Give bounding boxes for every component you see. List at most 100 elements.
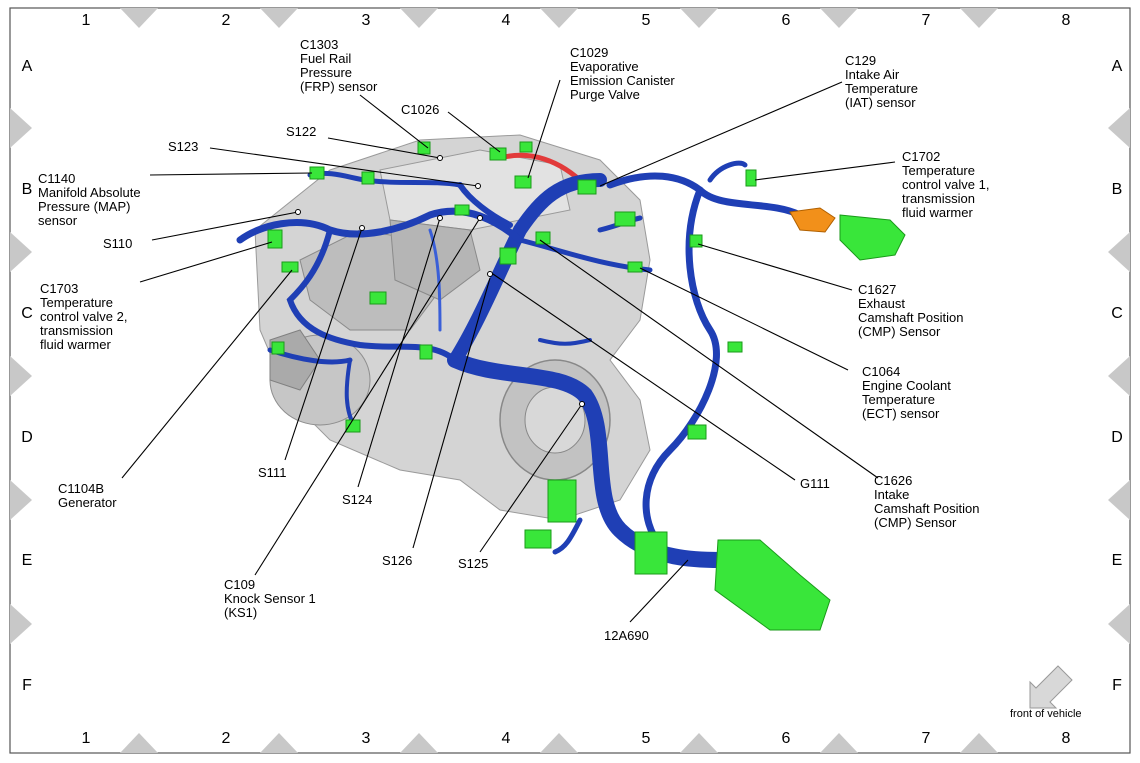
connector-code: C1104B	[58, 481, 105, 496]
grid-row-d: D	[21, 429, 33, 446]
callout-line: (ECT) sensor	[862, 406, 940, 421]
grid-row-a: A	[21, 58, 33, 75]
callout-line: Intake	[874, 487, 910, 502]
callout-line: (IAT) sensor	[845, 95, 916, 110]
grid-col-4: 4	[501, 12, 511, 29]
grid-row-b: B	[21, 181, 33, 198]
splice-s124: S124	[342, 492, 373, 507]
callout-line: Generator	[58, 495, 117, 510]
callout-c1064: C1064 Engine Coolant Temperature (ECT) s…	[862, 365, 951, 421]
grid-row-e: E	[1111, 552, 1123, 569]
front-of-vehicle-arrow-icon	[1029, 665, 1073, 709]
grid-row-f: F	[1112, 677, 1122, 694]
connectors	[267, 141, 906, 631]
callout-line: Emission Canister	[570, 73, 675, 88]
grid-row-d: D	[1111, 429, 1123, 446]
callout-line: Evaporative	[570, 59, 639, 74]
callout-line: Purge Valve	[570, 87, 640, 102]
callout-line: fluid warmer	[40, 337, 111, 352]
grid-col-3: 3	[361, 12, 371, 29]
splice-s111: S111	[258, 465, 287, 480]
connector-code: C1702	[902, 149, 941, 164]
grid-col-1: 1	[81, 12, 91, 29]
callout-c1104b: C1104B Generator	[58, 482, 117, 510]
splice-s110: S110	[103, 236, 133, 251]
grid-col-6: 6	[781, 12, 791, 29]
connector-code: C1026	[401, 102, 440, 117]
callout-line: sensor	[38, 213, 78, 228]
connector-code: C1029	[570, 45, 609, 60]
callout-line: Knock Sensor 1	[224, 591, 316, 606]
splice-s123: S123	[168, 139, 199, 154]
grid-row-f: F	[22, 677, 32, 694]
callout-line: (CMP) Sensor	[858, 324, 941, 339]
grid-row-b: B	[1111, 181, 1123, 198]
connector-code: C1703	[40, 281, 79, 296]
grid-col-3: 3	[361, 730, 371, 747]
callout-line: Camshaft Position	[874, 501, 980, 516]
splice-s122: S122	[286, 124, 317, 139]
callout-c1029: C1029 Evaporative Emission Canister Purg…	[570, 46, 675, 102]
grid-col-5: 5	[641, 12, 651, 29]
grid-col-8: 8	[1061, 730, 1071, 747]
ground-g111: G111	[800, 476, 830, 491]
callout-line: Temperature	[40, 295, 113, 310]
grid-row-a: A	[1111, 58, 1123, 75]
callout-c1702: C1702 Temperature control valve 1, trans…	[902, 150, 989, 220]
grid-col-1: 1	[81, 730, 91, 747]
connector-code: C1627	[858, 282, 897, 297]
grid-col-2: 2	[221, 730, 231, 747]
module-code: 12A690	[604, 628, 649, 643]
leader-lines	[121, 79, 896, 623]
callout-line: Engine Coolant	[862, 378, 951, 393]
callout-c1626: C1626 Intake Camshaft Position (CMP) Sen…	[874, 474, 980, 530]
callout-line: Exhaust	[858, 296, 905, 311]
callout-line: Fuel Rail	[300, 51, 352, 66]
connector-code: C1064	[862, 364, 901, 379]
callout-line: Camshaft Position	[858, 310, 964, 325]
connector-code: C1626	[874, 473, 913, 488]
callout-c109: C109 Knock Sensor 1 (KS1)	[224, 578, 316, 620]
callout-line: Intake Air	[845, 67, 900, 82]
grid-col-7: 7	[921, 12, 931, 29]
grid-col-5: 5	[641, 730, 651, 747]
callout-12a690: 12A690	[604, 629, 649, 643]
callout-line: (FRP) sensor	[300, 79, 378, 94]
callout-line: Pressure	[300, 65, 353, 80]
callout-line: (CMP) Sensor	[874, 515, 957, 530]
callout-line: fluid warmer	[902, 205, 973, 220]
callout-line: transmission	[40, 323, 113, 338]
callout-line: control valve 1,	[902, 177, 990, 192]
grid-col-8: 8	[1061, 12, 1071, 29]
grid-col-2: 2	[221, 12, 231, 29]
grid-row-c: C	[21, 305, 33, 322]
grid-col-7: 7	[921, 730, 931, 747]
connector-code: C1140	[38, 171, 76, 186]
splice-s126: S126	[382, 553, 413, 568]
callout-line: Temperature	[845, 81, 918, 96]
callout-line: transmission	[902, 191, 975, 206]
callout-c129: C129 Intake Air Temperature (IAT) sensor	[845, 54, 918, 110]
front-of-vehicle-label: front of vehicle	[1010, 708, 1082, 720]
callout-line: Temperature	[862, 392, 935, 407]
callout-c1140: C1140 Manifold Absolute Pressure (MAP) s…	[38, 172, 141, 228]
grid-row-e: E	[21, 552, 33, 569]
grid-col-6: 6	[781, 730, 791, 747]
splice-s125: S125	[458, 556, 489, 571]
callout-line: Temperature	[902, 163, 975, 178]
callout-line: Pressure (MAP)	[38, 199, 131, 214]
orange-valve	[789, 207, 836, 233]
callout-line: (KS1)	[224, 605, 258, 620]
callout-line: Manifold Absolute	[38, 185, 141, 200]
callout-c1303: C1303 Fuel Rail Pressure (FRP) sensor	[300, 38, 377, 94]
connector-code: C1303	[300, 37, 339, 52]
callout-c1703: C1703 Temperature control valve 2, trans…	[40, 282, 127, 352]
callout-c1026: C1026	[401, 103, 439, 117]
splice-markers	[295, 155, 585, 407]
connector-code: C129	[845, 53, 877, 68]
grid-row-c: C	[1111, 305, 1123, 322]
grid-col-4: 4	[501, 730, 511, 747]
callout-c1627: C1627 Exhaust Camshaft Position (CMP) Se…	[858, 283, 964, 339]
